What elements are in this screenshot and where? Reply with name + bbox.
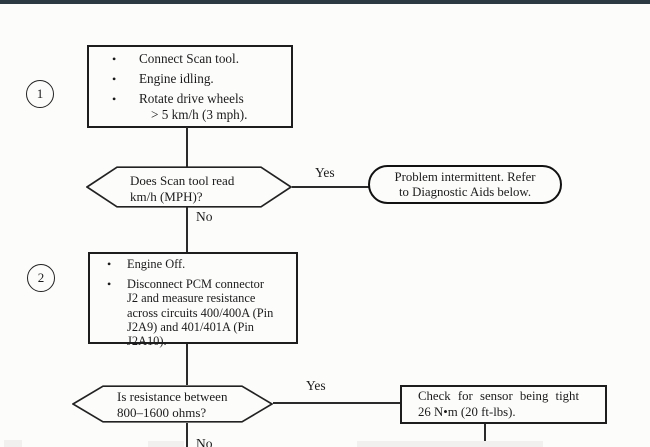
no-label-1: No <box>196 209 213 224</box>
connector-box3-down <box>484 424 486 447</box>
bullet-icon: • <box>112 52 117 66</box>
decision-2-shape <box>72 385 273 423</box>
bullet-icon: • <box>112 72 117 86</box>
list-item: • Disconnect PCM connector J2 and measur… <box>107 277 294 348</box>
box2-bullet-2-line-5: J2A10). <box>127 334 167 349</box>
decision-2-outline <box>72 385 273 423</box>
list-item: • Engine Off. <box>107 257 294 271</box>
step-1-number: 1 <box>36 86 44 101</box>
box2-bullet-2-line-1: Disconnect PCM connector <box>127 277 264 292</box>
decision-1-shape <box>86 166 292 208</box>
list-item: • Engine idling. <box>112 71 287 87</box>
oval-line-1: Problem intermittent. Refer <box>394 170 536 184</box>
connector-box2-decision2 <box>186 344 188 385</box>
box2-bullet-1: Engine Off. <box>127 257 186 271</box>
box2-bullet-2-line-2: J2 and measure resistance <box>127 291 256 306</box>
window-top-border <box>0 0 650 4</box>
terminal-oval: Problem intermittent. Refer to Diagnosti… <box>368 165 562 204</box>
connector-decision1-oval <box>292 186 369 188</box>
bullet-icon: • <box>112 92 117 106</box>
box2-bullet-2-line-3: across circuits 400/400A (Pin <box>127 305 274 320</box>
scan-artifact <box>357 441 543 447</box>
box3-line-1: Check for sensor being tight <box>418 389 580 403</box>
box1-bullet-3-line-2: > 5 km/h (3 mph). <box>151 107 248 122</box>
oval-line-2: to Diagnostic Aids below. <box>398 184 532 199</box>
connector-decision2-box3 <box>273 402 400 404</box>
decision-1-line-2: km/h (MPH)? <box>130 188 203 204</box>
connector-box1-decision1 <box>186 127 188 167</box>
box1-bullet-3-line-1: Rotate drive wheels <box>139 91 244 106</box>
decision-1-line-1: Does Scan tool read <box>130 173 235 188</box>
list-item: • Connect Scan tool. <box>112 51 287 67</box>
box3-line-2: 26 N•m (20 ft-lbs). <box>418 404 516 419</box>
action-box-2: • Engine Off. • Disconnect PCM connector… <box>88 252 298 348</box>
connector-decision1-box2 <box>186 207 188 252</box>
action-box-1: • Connect Scan tool. • Engine idling. • … <box>87 45 293 128</box>
bullet-icon: • <box>107 257 112 271</box>
bullet-icon: • <box>107 277 112 292</box>
decision-1-outline <box>86 166 292 208</box>
list-item: • Rotate drive wheels > 5 km/h (3 mph). <box>112 91 287 123</box>
box1-bullet-2: Engine idling. <box>139 71 214 86</box>
step-2-number: 2 <box>37 270 45 285</box>
box1-bullet-1: Connect Scan tool. <box>139 51 239 66</box>
decision-1: Does Scan tool read km/h (MPH)? <box>130 173 234 204</box>
no-label-2: No <box>196 436 213 447</box>
decision-2-line-1: Is resistance between <box>117 389 228 404</box>
box2-bullet-2-line-4: J2A9) and 401/401A (Pin <box>127 319 255 334</box>
yes-label-2: Yes <box>306 378 326 393</box>
connector-decision2-down <box>186 423 188 447</box>
action-box-3: Check for sensor being tight 26 N•m (20 … <box>400 385 607 424</box>
yes-label-1: Yes <box>315 165 335 180</box>
scan-artifact <box>148 441 184 447</box>
decision-2-line-2: 800–1600 ohms? <box>117 404 207 420</box>
step-2-marker: 2 <box>27 264 55 292</box>
step-1-marker: 1 <box>26 80 54 108</box>
decision-2: Is resistance between 800–1600 ohms? <box>117 389 227 420</box>
scan-artifact <box>4 440 22 447</box>
